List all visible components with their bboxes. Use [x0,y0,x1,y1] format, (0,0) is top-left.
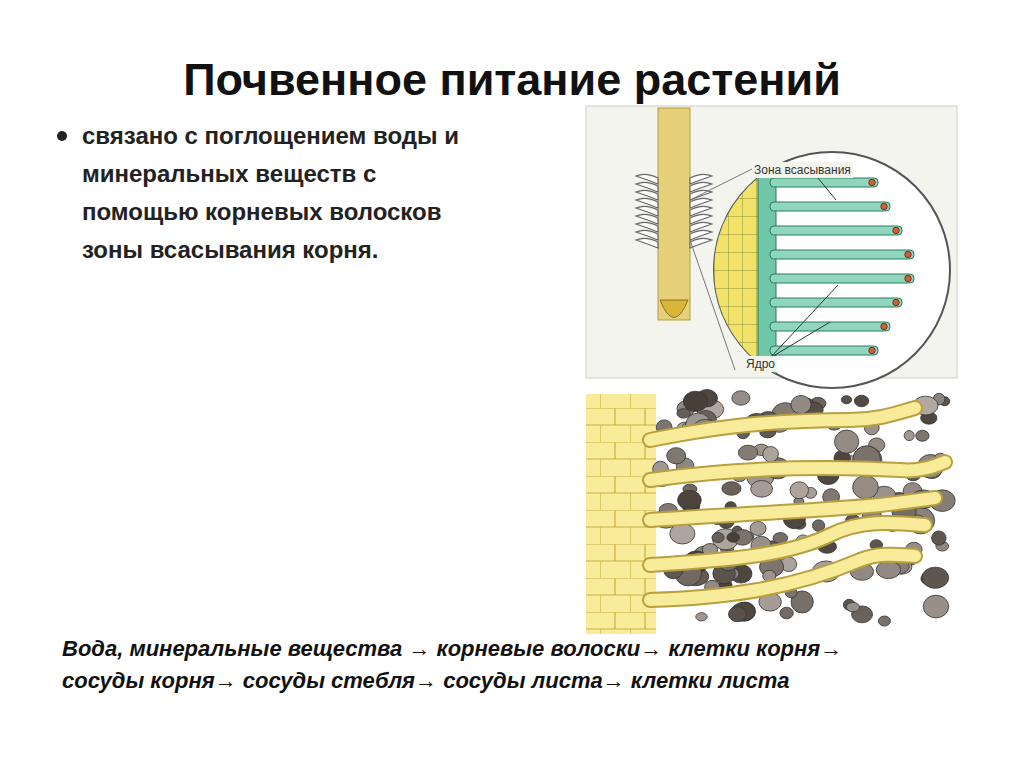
zone-label: Зона всасывания [752,162,853,178]
soil-particle [904,431,914,441]
soil-particle [853,475,879,498]
slide-title: Почвенное питание растений [0,52,1024,108]
root-hair-cell [770,346,878,355]
soil-particle [876,561,900,579]
nucleus [881,323,887,329]
soil-particle [732,391,750,405]
root-hair-cell [770,202,890,211]
soil-particle [916,430,929,441]
soil-particle [835,430,859,453]
flow-text: Вода, минеральные вещества → корневые во… [62,633,912,697]
soil-particle [932,531,946,545]
soil-particle [750,521,766,535]
bullet-dot [57,131,67,141]
root-hair-cell [770,274,914,283]
root-hair-cell [770,298,902,307]
soil-particle [670,523,695,544]
soil-particle [667,448,686,464]
root-hair-cell [770,226,902,235]
soil-particle [738,445,757,460]
soil-particle [790,482,808,499]
nucleus [881,203,887,209]
root-hairs [636,174,712,248]
leader-line [818,178,836,200]
nucleus [893,299,899,305]
soil-particle [878,616,890,626]
soil-particle [712,533,724,543]
soil-particle [923,595,948,618]
soil-particle [763,446,779,461]
soil-particle [678,490,702,509]
root-hair-cell [770,250,914,259]
soil-particle [683,391,707,411]
root-tip [660,300,688,318]
soil-particle [727,533,740,543]
soil-particle [780,607,793,619]
nucleus [905,275,911,281]
root-hair [636,238,658,248]
zoom-line [690,240,735,370]
soil-particle [751,480,773,497]
leader-line [770,322,830,358]
leader-line [770,285,838,358]
root-hair-tubes [650,408,945,600]
soil-particle [696,613,707,621]
nucleus [893,227,899,233]
zoom-line [690,165,760,200]
soil-particle [791,395,811,413]
nucleus-label: Ядро [744,356,777,372]
soil-particle [922,567,949,588]
root-hair-cell [770,322,890,331]
root-hair [690,238,712,248]
soil-particle [841,396,851,404]
nucleus [869,179,875,185]
bullet-text: связано с поглощением воды и минеральных… [82,117,487,269]
soil-particle [722,482,741,496]
soil-particle [846,602,859,611]
nucleus [905,251,911,257]
root [658,108,690,320]
soil-particle [729,607,747,622]
nucleus [869,347,875,353]
soil-particle [854,395,868,406]
